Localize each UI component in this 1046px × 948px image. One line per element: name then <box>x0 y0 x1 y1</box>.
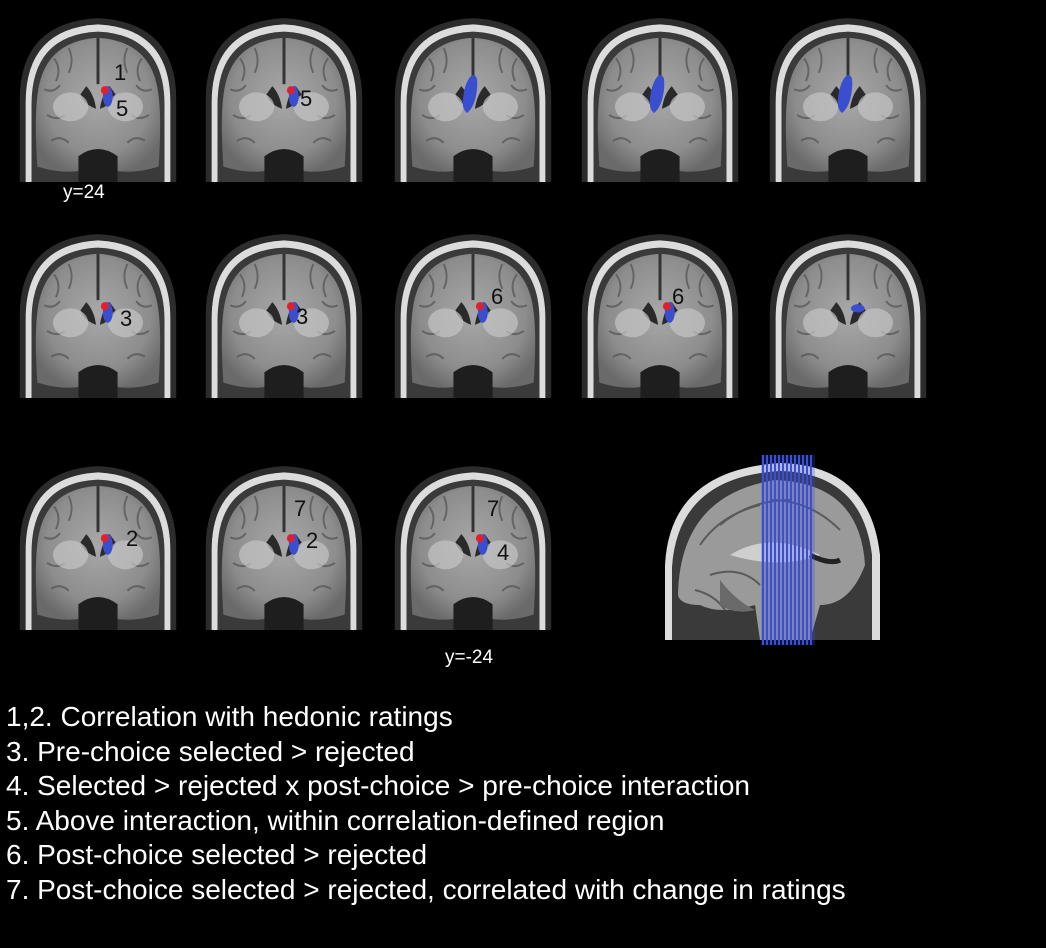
coronal-slice: 2 <box>10 460 186 630</box>
legend: 1,2. Correlation with hedonic ratings 3.… <box>6 700 1046 907</box>
slice-annotation-label: 7 <box>294 496 307 521</box>
slice-annotation-label: 5 <box>300 86 313 111</box>
slice-annotation-label: 4 <box>497 540 510 565</box>
coronal-slice: 6 <box>385 228 561 398</box>
coordinate-label-first: y=24 <box>63 182 105 203</box>
coronal-slice: 5 <box>196 12 372 182</box>
coronal-slice <box>760 12 936 182</box>
legend-item-3: 4. Selected > rejected x post-choice > p… <box>6 770 750 801</box>
legend-item-5: 6. Post-choice selected > rejected <box>6 839 428 870</box>
legend-item-4: 5. Above interaction, within correlation… <box>6 804 665 836</box>
slice-annotation-label: 3 <box>120 306 133 331</box>
slice-annotation-label: 2 <box>306 528 319 553</box>
coronal-slice: 3 <box>196 228 372 398</box>
legend-item-1: 1,2. Correlation with hedonic ratings <box>6 701 453 732</box>
slice-annotation-label: 6 <box>672 284 685 309</box>
coronal-slice <box>572 12 748 182</box>
slice-annotation-label: 1 <box>114 60 127 85</box>
coronal-slice: 3 <box>10 228 186 398</box>
slice-annotation-label: 5 <box>116 96 129 121</box>
slice-annotation-label: 2 <box>126 526 139 551</box>
slice-annotation-label: 3 <box>296 304 309 329</box>
coronal-slice <box>385 12 561 182</box>
legend-item-6: 7. Post-choice selected > rejected, corr… <box>6 873 846 905</box>
legend-item-2: 3. Pre-choice selected > rejected <box>6 735 415 767</box>
coronal-slice: 6 <box>572 228 748 398</box>
coronal-slice <box>760 228 936 398</box>
slice-annotation-label: 7 <box>487 496 500 521</box>
slice-annotation-label: 6 <box>491 284 504 309</box>
sagittal-brain-view <box>660 455 885 645</box>
slice-range-overlay <box>761 455 815 645</box>
coordinate-label-last: y=-24 <box>445 647 494 668</box>
